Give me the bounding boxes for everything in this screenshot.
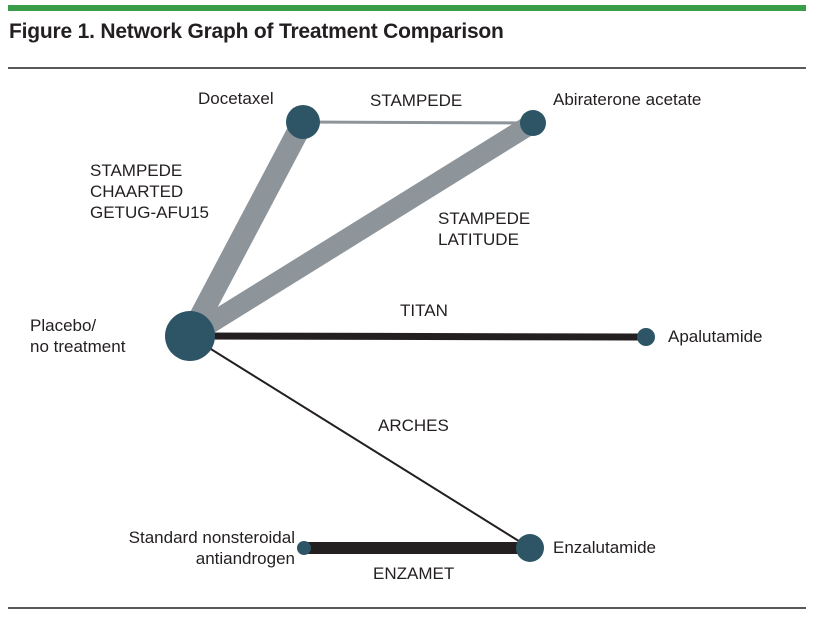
edge-placebo-abiraterone bbox=[184, 114, 539, 345]
node-layer bbox=[165, 105, 655, 562]
node-label-enzalutamide: Enzalutamide bbox=[553, 538, 657, 557]
node-apalutamide[interactable] bbox=[637, 328, 655, 346]
figure-bottom-divider bbox=[8, 607, 806, 609]
accent-bar bbox=[8, 5, 806, 11]
edge-layer bbox=[180, 114, 647, 554]
node-label-placebo: Placebo/ no treatment bbox=[30, 316, 126, 356]
title-divider bbox=[8, 67, 806, 69]
edge-docetaxel-abiraterone bbox=[302, 120, 534, 125]
network-graph bbox=[165, 105, 655, 562]
node-placebo[interactable] bbox=[165, 311, 215, 361]
node-nsaa[interactable] bbox=[297, 541, 311, 555]
node-abiraterone[interactable] bbox=[520, 110, 546, 136]
edge-placebo-docetaxel bbox=[180, 116, 313, 342]
node-docetaxel[interactable] bbox=[286, 105, 320, 139]
edge-placebo-enzalutamide bbox=[189, 335, 531, 549]
edge-label-nsaa-enzalutamide: ENZAMET bbox=[373, 564, 455, 583]
edge-placebo-apalutamide bbox=[189, 332, 647, 341]
edge-label-placebo-apalutamide: TITAN bbox=[400, 301, 448, 320]
edge-label-placebo-abiraterone: STAMPEDE LATITUDE bbox=[438, 209, 531, 249]
node-label-docetaxel: Docetaxel bbox=[198, 89, 274, 108]
node-label-nsaa: Standard nonsteroidal antiandrogen bbox=[128, 528, 295, 568]
edge-label-placebo-enzalutamide: ARCHES bbox=[378, 416, 449, 435]
edge-label-placebo-docetaxel: STAMPEDE CHAARTED GETUG-AFU15 bbox=[90, 161, 210, 222]
node-label-abiraterone: Abiraterone acetate bbox=[553, 90, 702, 109]
node-label-apalutamide: Apalutamide bbox=[668, 327, 763, 346]
figure-title: Figure 1. Network Graph of Treatment Com… bbox=[9, 20, 504, 43]
node-enzalutamide[interactable] bbox=[516, 534, 544, 562]
edge-label-docetaxel-abiraterone: STAMPEDE bbox=[370, 91, 463, 110]
